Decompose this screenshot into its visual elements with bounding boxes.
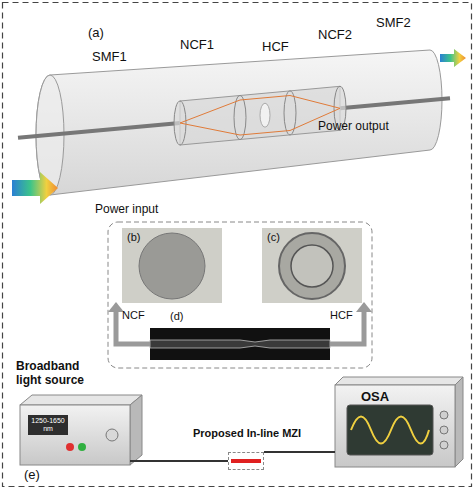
part-name: NCF1 [180,38,214,52]
light-ray [180,108,340,135]
panel-label: (b) [127,231,140,243]
source-front-face [20,405,130,465]
source-top-face [20,395,142,405]
osa-knob [440,411,448,419]
sensor-name: Proposed In-line MZI [147,427,347,439]
panel-label: (a) [88,26,104,40]
osa-front-face [335,385,455,467]
input-beam-arrow [12,172,58,204]
wavelength-range: 1250-1650 nm [28,415,68,435]
photo-group-frame [108,222,372,368]
light-source-box: Broadband light source1250-1650 nm [20,405,130,465]
osa-side-face [455,377,463,467]
fiber-side-view [150,340,330,348]
part-name: SMF2 [376,16,411,30]
pointer-arrowhead [356,302,372,312]
osa-knob [440,426,448,434]
port-label: Power output [318,120,389,133]
ncf-cross-section [139,233,205,299]
panel-label: (c) [267,231,280,243]
outer-cylinder [36,50,442,195]
fiber-cladding [180,86,340,145]
output-beam-arrow [440,49,466,67]
hcf-photo [262,228,362,303]
hcf-cladding [279,233,345,299]
mzi-sensor-box: Proposed In-line MZI [228,452,264,470]
fiber-cable [130,460,228,462]
sensor-fiber-segment [231,459,261,463]
pointer-arrowhead [108,302,124,312]
part-name: HCF [330,309,353,321]
osa-knob [440,441,448,449]
device-name: OSA [361,389,389,404]
source-knob [106,429,118,441]
smf-core [18,123,180,138]
green-led [78,443,86,451]
part-name: NCF2 [318,28,352,42]
fiber-cable [264,451,335,453]
pointer-arrow [330,310,364,344]
osa-box: OSA [335,385,455,467]
part-name: NCF [122,309,145,321]
device-name: Broadband light source [16,359,100,387]
smf-core [340,98,450,108]
spectrum-trace [351,417,429,444]
panel-label: (d) [170,310,183,322]
panel-label: (e) [24,468,40,482]
figure-border [3,3,472,487]
red-led [66,443,74,451]
hcf-hole [291,245,333,287]
part-name: HCF [262,40,289,54]
osa-top-face [335,377,463,385]
pointer-arrow [116,310,150,344]
part-name: SMF1 [92,50,127,64]
source-side-face [130,395,142,465]
ncf-photo [122,228,222,303]
osa-screen [347,405,433,455]
side-view-photo [150,328,330,360]
hollow-core [260,103,270,127]
port-label: Power input [95,203,158,216]
